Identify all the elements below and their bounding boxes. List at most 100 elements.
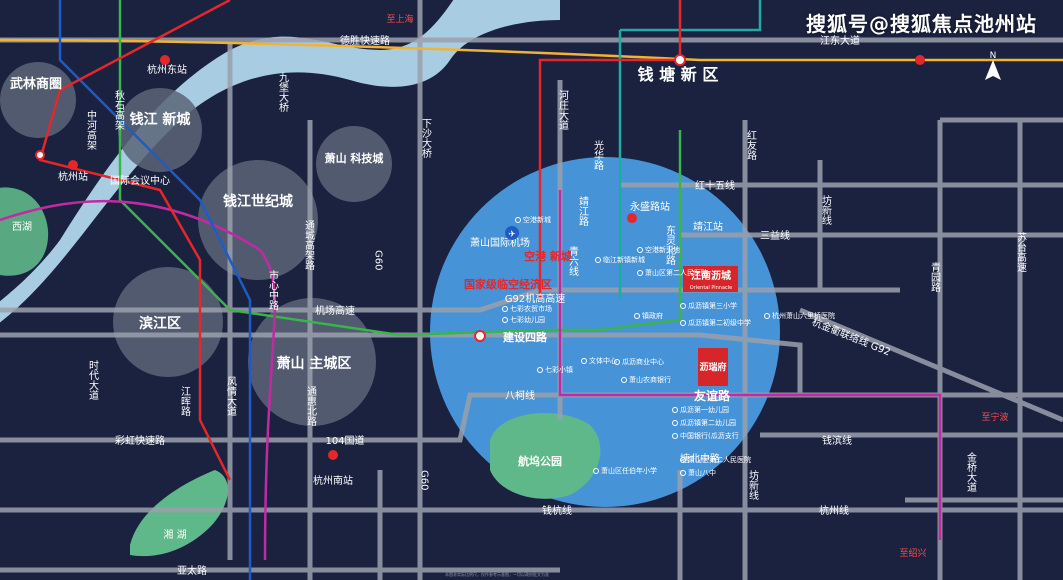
poi-marker xyxy=(680,457,686,463)
poi-label: 文体中心 xyxy=(589,356,617,365)
metro-line-6 xyxy=(0,38,1063,62)
poi-marker xyxy=(672,420,678,426)
station-markers xyxy=(35,54,925,460)
label-g60-south: G60 xyxy=(419,470,430,490)
poi-marker xyxy=(502,306,508,312)
poi-label: 瓜沥镇第二幼儿园 xyxy=(680,418,736,427)
poi-label: 七彩小镇 xyxy=(545,365,573,374)
poi-marker xyxy=(680,320,686,326)
label-hongshiwu: 红十五线 xyxy=(695,179,735,192)
label-jinqiao: 金桥大道 xyxy=(965,451,977,492)
poi-label: 瓜沥镇第二初级中学 xyxy=(688,318,751,327)
label-tangbei: 塘北中路 xyxy=(680,452,720,465)
poi-list: 七彩农贸市场七彩幼儿园空港新天地萧山区第二人民医院瓜沥镇第三小学瓜沥镇第二初级中… xyxy=(502,215,835,477)
hangwu-park-area xyxy=(490,413,601,499)
qianjiang-circle xyxy=(118,88,202,172)
label-dongling: 东灵北路 xyxy=(664,224,676,266)
poi-marker xyxy=(637,270,643,276)
poi-marker xyxy=(621,377,627,383)
poi-label: 七彩农贸市场 xyxy=(510,304,552,313)
label-shidai: 时代大道 xyxy=(87,360,99,400)
compass-label: N xyxy=(990,51,997,61)
metro-line-5 xyxy=(58,0,252,580)
label-hongyou: 红友路 xyxy=(745,129,757,161)
label-hangzhou-station: 杭州站 xyxy=(58,170,88,183)
label-youyi: 友谊路 xyxy=(693,388,731,403)
xiaoshan-tech-circle xyxy=(316,126,392,202)
compass-icon xyxy=(985,60,1001,80)
metro-line-22 xyxy=(620,0,762,32)
label-jianghui: 江晖路 xyxy=(179,386,191,417)
poi-label: 萧山区任伯年小学 xyxy=(601,466,657,475)
label-guanghua: 光华路 xyxy=(592,139,604,171)
airport-icon xyxy=(505,226,519,240)
label-qingyuan: 青园路 xyxy=(929,261,941,293)
label-jichang-gaosu: 机场高速 xyxy=(315,304,355,317)
label-zhonghe: 中河高架 xyxy=(85,109,97,151)
label-fengqing: 风情大道 xyxy=(225,376,237,416)
label-intl-expo: 国际会议中心 xyxy=(110,174,170,187)
project-name: 江南沥城 xyxy=(691,269,731,282)
poi-marker xyxy=(680,470,686,476)
label-to-shanghai: 至上海 xyxy=(386,13,413,25)
project-marker xyxy=(683,266,738,292)
poi-label: 中国银行(瓜沥支行 xyxy=(680,431,739,440)
label-jingjiang-rd: 靖江路 xyxy=(577,195,589,227)
label-binjiang: 滨江区 xyxy=(139,315,181,332)
label-qianjiang: 钱江 新城 xyxy=(130,111,191,128)
label-yatai: 亚太路 xyxy=(177,564,207,577)
label-qingliu: 青六线 xyxy=(567,245,579,276)
wulin-circle xyxy=(0,62,76,138)
label-xiang-lake: 湘 湖 xyxy=(163,528,186,541)
poi-marker xyxy=(637,247,643,253)
label-xiasha: 下沙大桥 xyxy=(420,118,432,159)
poi-label: 空港新天地 xyxy=(645,245,680,254)
poi-label: 空港新城 xyxy=(523,215,551,224)
label-hezhuang: 河庄大道 xyxy=(557,90,569,130)
label-yongsheng: 永盛路站 xyxy=(630,200,670,213)
poi-marker xyxy=(595,257,601,263)
poi-label: 杭州萧山六里桥医院 xyxy=(772,311,835,320)
label-shixin: 市心中路 xyxy=(267,269,279,311)
label-104: 104国道 xyxy=(325,434,364,447)
label-konggang: 空港 新城 xyxy=(524,249,572,263)
metro-line-1 xyxy=(38,0,232,481)
poi-marker xyxy=(672,407,678,413)
metro-line-yongshao xyxy=(558,190,942,540)
label-xiaoshan-tech: 萧山 科技城 xyxy=(325,151,384,165)
label-dexing: 德胜快速路 xyxy=(340,34,390,47)
metro-line-airport xyxy=(538,0,682,300)
label-g92-yong: 杭金衢联络线 G92 xyxy=(810,315,892,358)
label-g60-north-road: G60 xyxy=(373,250,384,270)
label-xiaoshan-main: 萧山 主城区 xyxy=(277,355,352,372)
poi-label: 萧山八中 xyxy=(688,468,716,477)
century-city-circle xyxy=(198,160,318,280)
label-wulin: 武林商圈 xyxy=(10,76,62,92)
label-qianhang: 钱杭线 xyxy=(542,504,572,517)
svg-text:✈: ✈ xyxy=(508,230,516,240)
label-xiaoshan-airport: 萧山国际机场 xyxy=(470,236,530,249)
project-side-label: 沥瑞府 xyxy=(699,361,726,373)
footnote: 本图非实际比例尺，仅作参考示意图，一切以政府批文为准 xyxy=(445,572,549,577)
poi-marker xyxy=(614,359,620,365)
poi-label: 萧山区第二人民医院 xyxy=(688,455,751,464)
label-hangzhu: 杭州线 xyxy=(819,504,849,517)
project-side-tag xyxy=(698,348,728,386)
label-jiangdong: 江东大道 xyxy=(820,34,860,47)
label-sanyi: 三益线 xyxy=(760,229,790,242)
label-to-ningbo: 至宁波 xyxy=(981,411,1008,423)
label-west-lake: 西湖 xyxy=(12,221,32,233)
poi-label: 萧山农商银行 xyxy=(629,375,671,384)
label-hangzhou-east: 杭州东站 xyxy=(147,63,187,76)
poi-marker xyxy=(581,358,587,364)
label-g92: G92机高高速 xyxy=(505,292,565,305)
label-hangzhou-south: 杭州南站 xyxy=(313,474,353,487)
watermark: 搜狐号@搜狐焦点池州站 xyxy=(806,12,1037,36)
poi-marker xyxy=(515,217,521,223)
label-qianbin: 钱滨线 xyxy=(822,434,852,447)
poi-label: 临江新镇新城 xyxy=(603,255,645,264)
label-tongbei: 通惠北路 xyxy=(305,386,317,427)
